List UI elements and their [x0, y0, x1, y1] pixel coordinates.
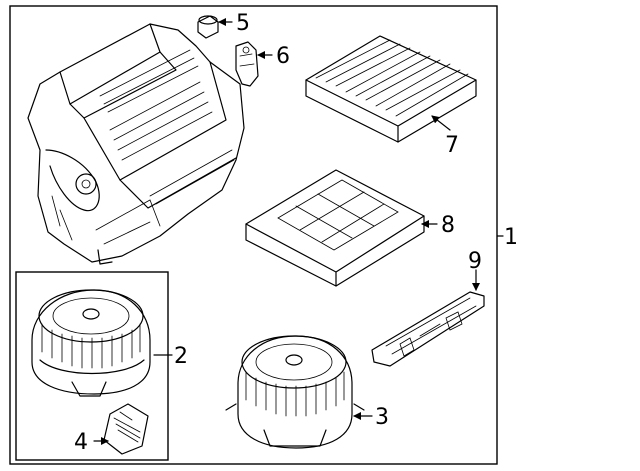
cabin-filter-part-7	[305, 35, 477, 143]
callout-6: 6	[276, 44, 290, 69]
blower-motor-part-2	[31, 289, 151, 397]
filter-frame-part-8	[245, 169, 425, 287]
callout-4: 4	[74, 430, 88, 455]
blower-kit-frame	[15, 271, 169, 461]
callout-1: 1	[504, 225, 518, 250]
assembly-frame	[9, 5, 498, 465]
sensor-part-5	[197, 15, 219, 39]
resistor-part-9	[371, 291, 485, 367]
actuator-part-6	[235, 41, 259, 87]
callout-8: 8	[441, 213, 455, 238]
callout-3: 3	[375, 405, 389, 430]
callout-9: 9	[468, 249, 482, 274]
hvac-housing-part	[27, 23, 245, 265]
blower-motor-part-3	[225, 335, 365, 449]
resistor-part-4	[103, 403, 149, 455]
callout-5: 5	[236, 11, 250, 36]
callout-2: 2	[174, 344, 188, 369]
callout-7: 7	[445, 133, 459, 158]
